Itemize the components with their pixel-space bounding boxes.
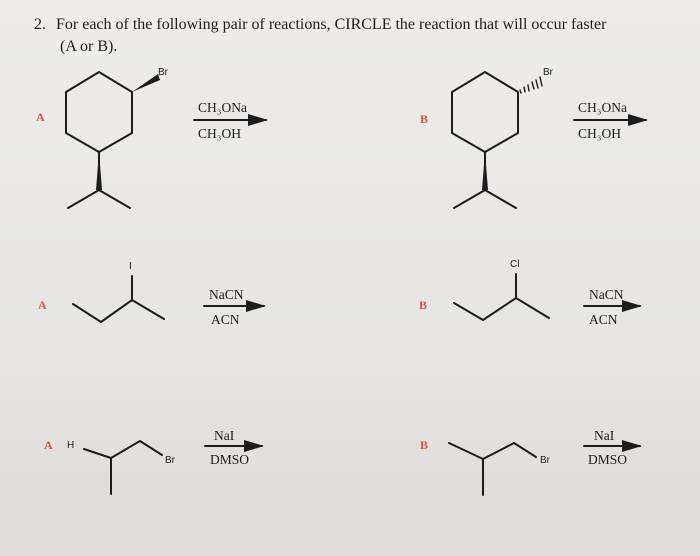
atom-label-br: Br — [158, 67, 168, 78]
choice-label-a[interactable]: A — [36, 110, 45, 124]
reagent-below-arrow: ACN — [589, 312, 618, 327]
atom-label-i: I — [129, 261, 132, 272]
reagent-above-arrow: CH₃ONa — [578, 100, 627, 115]
reagent-below-arrow: CH₃OH — [578, 126, 621, 141]
molecule-3a-bromide — [83, 440, 163, 495]
choice-label-b[interactable]: B — [419, 298, 428, 312]
wedge-bond-1a-br — [132, 74, 160, 92]
molecule-2a-iodoalkane — [72, 275, 165, 323]
choice-label-b[interactable]: B — [420, 112, 429, 126]
molecule-2b-chloroalkane — [453, 273, 550, 321]
choice-label-a[interactable]: A — [44, 438, 53, 452]
reagent-below-arrow: DMSO — [210, 452, 250, 467]
reagent-above-arrow: NaI — [214, 428, 235, 443]
choice-label-b[interactable]: B — [420, 438, 429, 452]
reagent-below-arrow: CH₃OH — [198, 126, 241, 141]
wedge-bond-1a-isopropyl — [96, 152, 102, 190]
reagent-below-arrow: DMSO — [588, 452, 628, 467]
atom-label-cl: Cl — [510, 259, 520, 270]
wedge-bond-1b-isopropyl — [482, 152, 488, 190]
reagent-above-arrow: NaCN — [209, 287, 244, 302]
reagent-below-arrow: ACN — [211, 312, 240, 327]
question-number: 2. — [34, 16, 46, 33]
reagent-above-arrow: NaI — [594, 428, 615, 443]
choice-label-a[interactable]: A — [38, 298, 47, 312]
atom-label-br: Br — [165, 455, 175, 466]
question-text: For each of the following pair of reacti… — [56, 16, 607, 33]
question-text-continued: (A or B). — [60, 38, 118, 55]
atom-label-h: H — [67, 440, 75, 451]
reagent-above-arrow: NaCN — [589, 287, 624, 302]
atom-label-br: Br — [540, 455, 550, 466]
molecule-3b-bromide — [448, 442, 537, 496]
reagent-above-arrow: CH₃ONa — [198, 100, 247, 115]
atom-label-br: Br — [543, 67, 553, 78]
hashed-bond-1b-br — [519, 76, 543, 94]
